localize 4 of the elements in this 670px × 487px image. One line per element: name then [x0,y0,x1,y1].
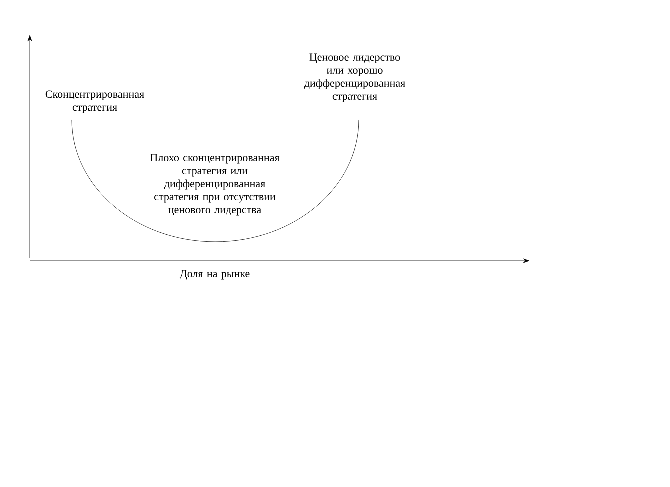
curve-label: Плохо сконцентрированная стратегия или дифференцированная стратегия при отсутствии ценового лидерства [150,154,280,216]
curve-label: Ценовое лидерство или хорошо дифференцированная стратегия [304,54,406,102]
axis-label: Доля на рынке [180,270,250,280]
curve-label: Сконцентрированная стратегия [46,90,144,114]
